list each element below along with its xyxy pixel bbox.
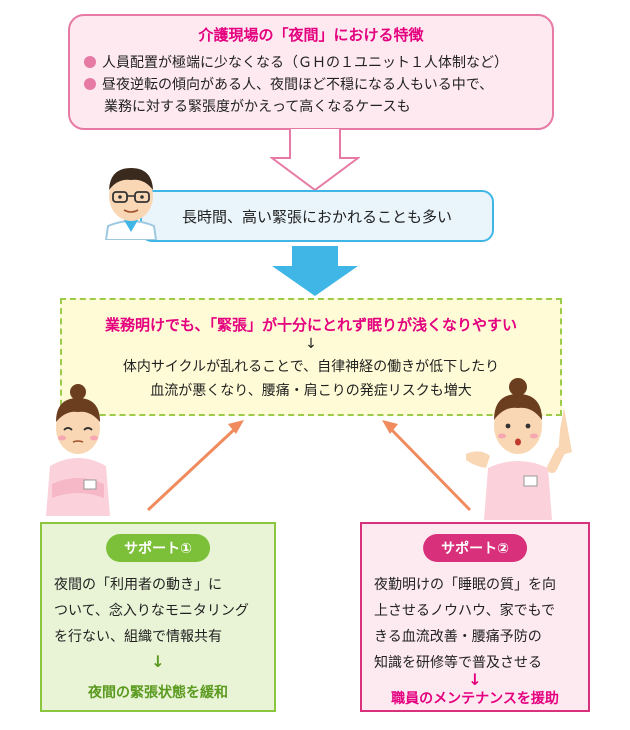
characteristic-item-staffing: 人員配置が極端に少なくなる（ＧＨの１ユニット１人体制など） [84, 52, 508, 74]
consequence-box: 業務明けでも、「緊張」が十分にとれず眠りが浅くなりやすい ↓ 体内サイクルが乱れ… [60, 298, 562, 416]
characteristic-item-reversal: 昼夜逆転の傾向がある人、夜間ほど不穏になる人もいる中で、 [84, 74, 493, 96]
support-2-box: サポート② 夜勤明けの「睡眠の質」を向 上させるノウハウ、家でもで きる血流改善… [360, 522, 590, 712]
nurse-pointing-icon [466, 378, 572, 520]
support-1-description: 夜間の「利用者の動き」に ついて、念入りなモニタリング を行ない、組織で情報共有 [54, 577, 249, 645]
night-characteristics-title: 介護現場の「夜間」における特徴 [198, 26, 424, 44]
support-2-description: 夜勤明けの「睡眠の質」を向 上させるノウハウ、家でもで きる血流改善・腰痛予防の… [374, 577, 556, 671]
support-1-result: 夜間の緊張状態を緩和 [88, 685, 228, 701]
support-2-label: サポート② [423, 534, 527, 562]
support-2-down-arrow: ↓ [468, 670, 482, 689]
pink-down-arrow-icon [270, 128, 360, 192]
consequence-headline: 業務明けでも、「緊張」が十分にとれず眠りが浅くなりやすい [104, 316, 518, 334]
long-tension-box: 長時間、高い緊張におかれることも多い [140, 190, 494, 242]
support-1-down-arrow: ↓ [151, 652, 165, 671]
consequence-down-arrow: ↓ [305, 336, 317, 352]
bullet-dot-icon [84, 78, 96, 90]
support-1-label: サポート① [106, 534, 210, 562]
orange-arrow-left-icon [146, 420, 244, 512]
consequence-line-3: 血流が悪くなり、腰痛・肩こりの発症リスクも増大 [150, 383, 472, 399]
nurse-arms-crossed-icon [46, 384, 110, 516]
man-with-glasses-icon [104, 168, 158, 240]
support-1-box: サポート① 夜間の「利用者の動き」に ついて、念入りなモニタリング を行ない、組… [40, 522, 276, 712]
orange-arrow-right-icon [382, 420, 472, 512]
night-characteristics-box: 介護現場の「夜間」における特徴 人員配置が極端に少なくなる（ＧＨの１ユニット１人… [68, 14, 554, 130]
consequence-line-2: 体内サイクルが乱れることで、自律神経の働きが低下したり [122, 359, 500, 375]
support-2-result: 職員のメンテナンスを援助 [391, 691, 559, 707]
long-tension-text: 長時間、高い緊張におかれることも多い [182, 208, 453, 226]
bullet-dot-icon [84, 56, 96, 68]
blue-down-arrow-icon [272, 246, 358, 296]
characteristic-item-reversal-cont: 業務に対する緊張度がかえって高くなるケースも [104, 99, 411, 115]
